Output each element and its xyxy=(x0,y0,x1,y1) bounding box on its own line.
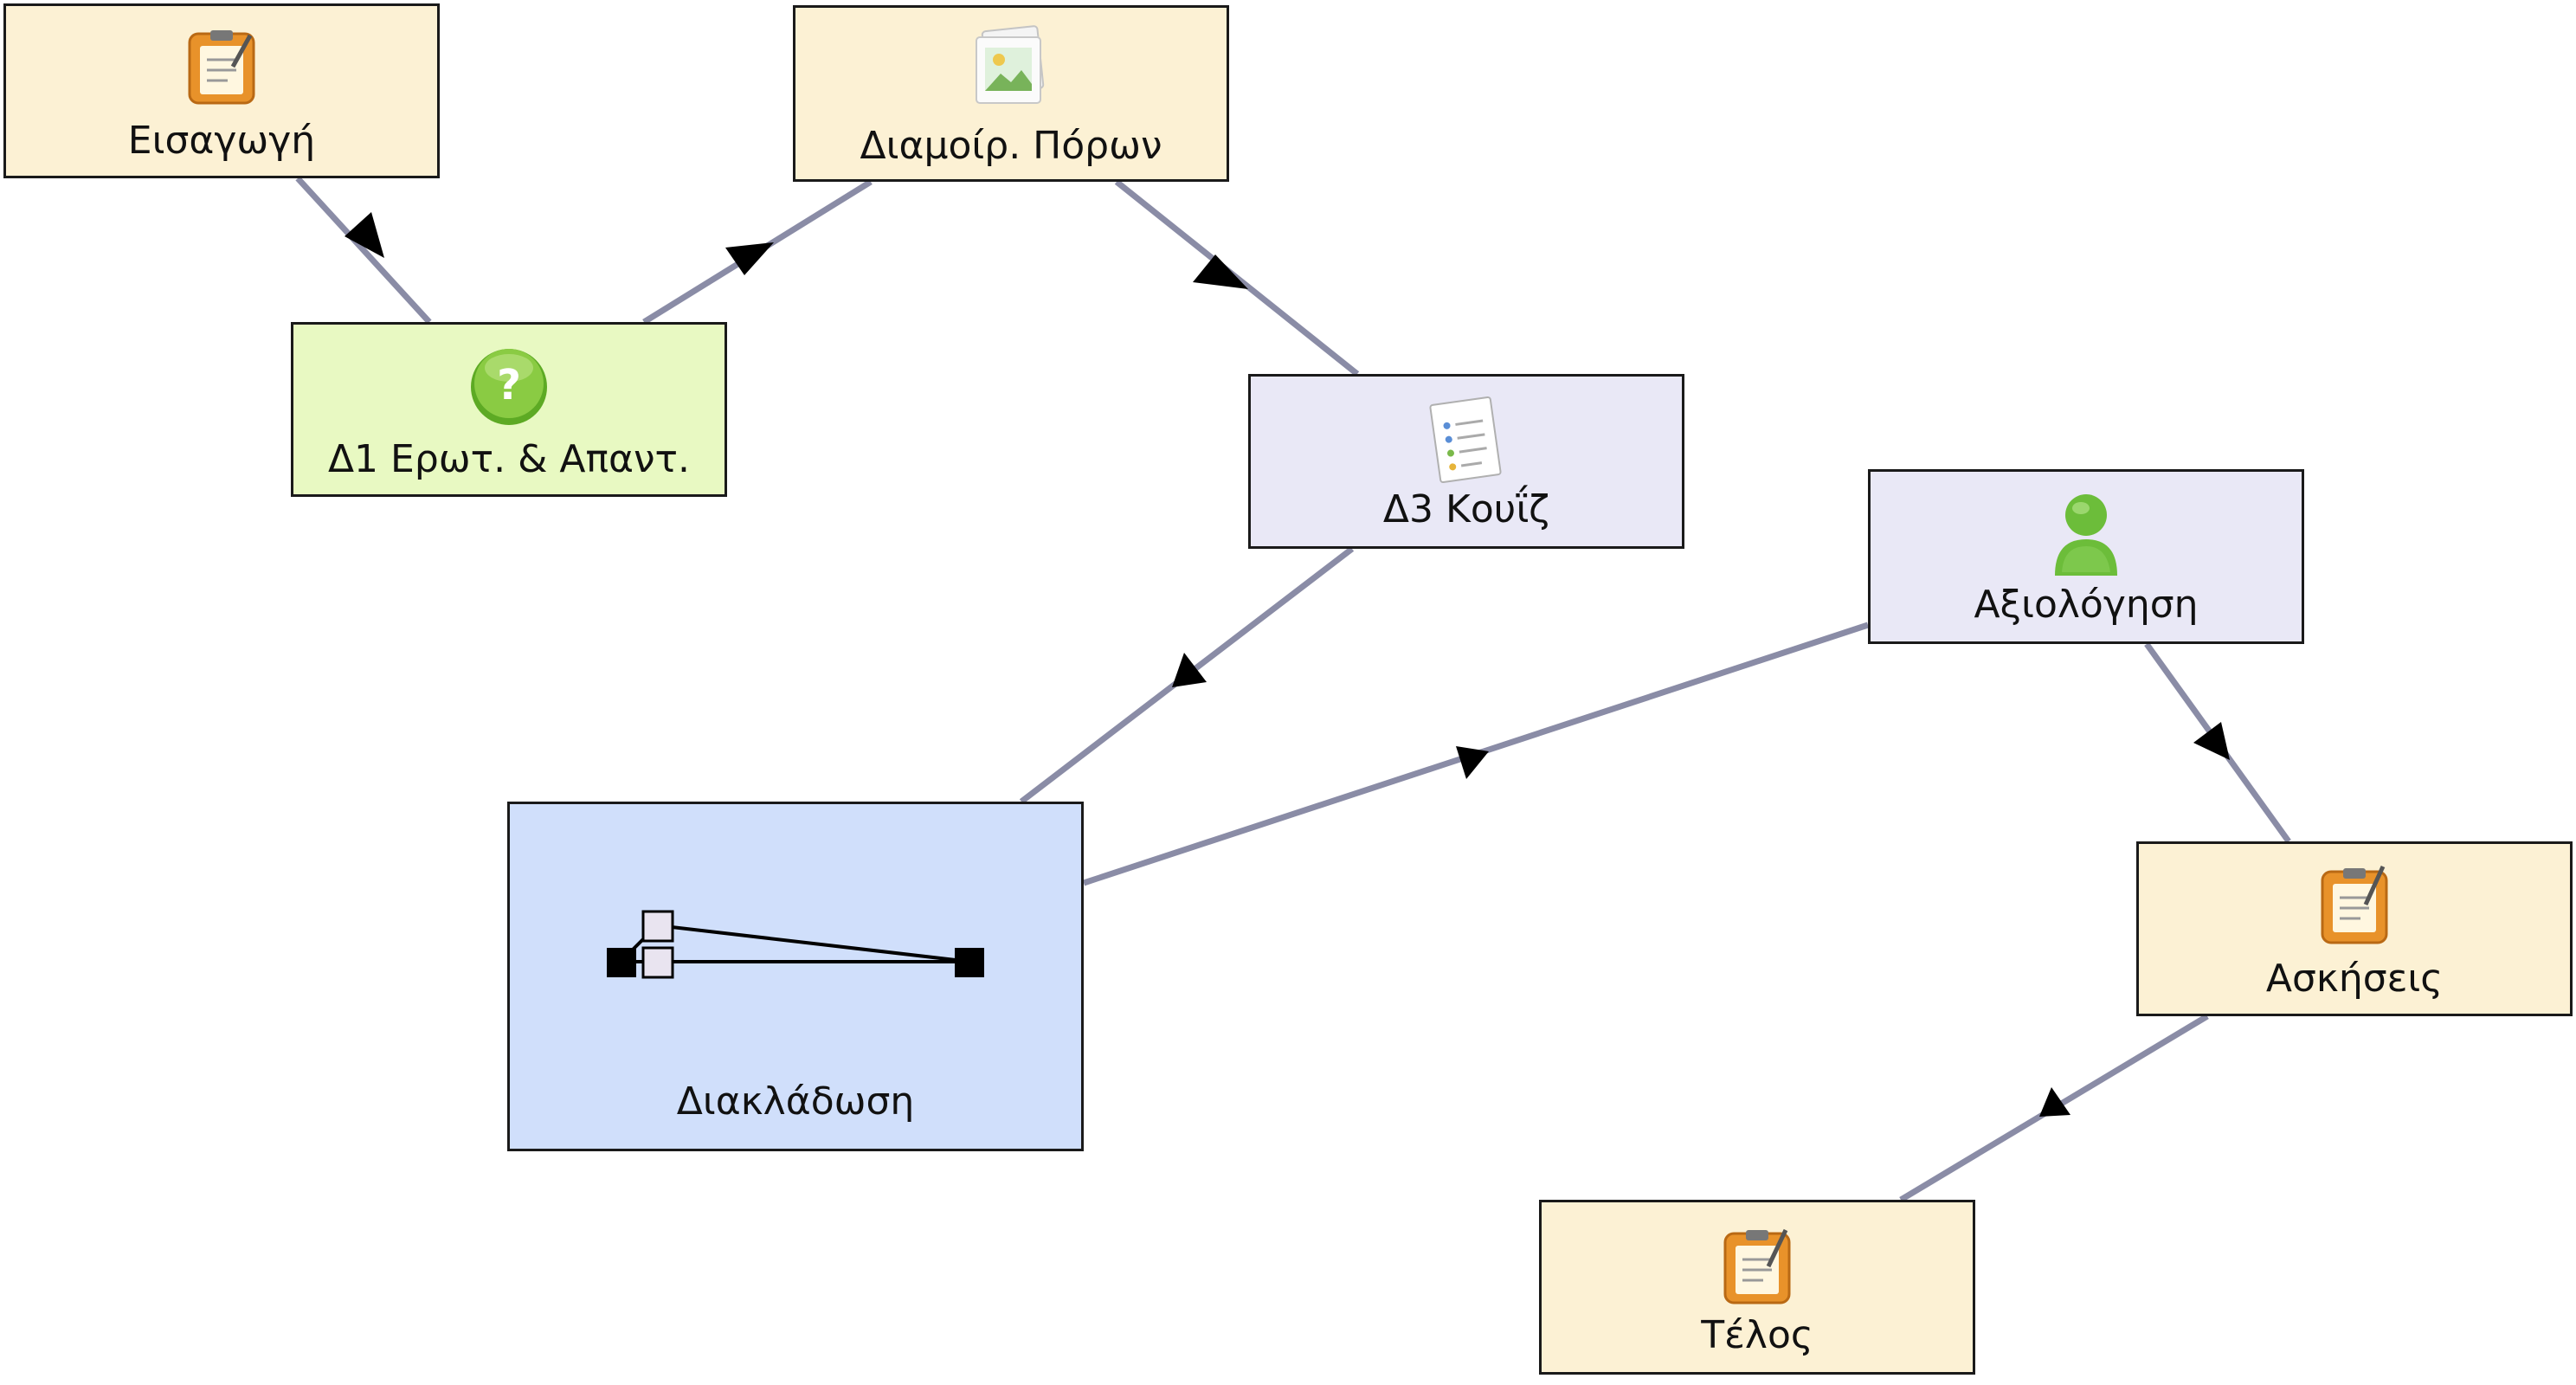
arrowhead-icon xyxy=(345,212,384,258)
arrowhead-icon xyxy=(1172,653,1207,687)
node-label: Δ1 Ερωτ. & Απαντ. xyxy=(327,437,691,481)
branching-icon xyxy=(588,891,1003,998)
node-resource-sharing[interactable]: Διαμοίρ. Πόρων xyxy=(793,5,1229,182)
node-label: Διακλάδωση xyxy=(676,1079,915,1124)
node-quiz[interactable]: Δ3 Κουΐζ xyxy=(1248,374,1684,549)
node-label: Ασκήσεις xyxy=(2265,957,2444,1001)
edge-share-to-quiz[interactable] xyxy=(1114,179,1360,377)
edge-intro-to-qa[interactable] xyxy=(295,176,432,325)
arrowhead-icon xyxy=(2193,722,2230,760)
node-branching[interactable]: Διακλάδωση xyxy=(507,802,1084,1151)
notepad-icon xyxy=(1722,1223,1793,1310)
node-assessment[interactable]: Αξιολόγηση xyxy=(1868,469,2304,644)
user-icon xyxy=(2050,489,2122,583)
question-icon: ? xyxy=(466,342,552,432)
edge-quiz-to-branch[interactable] xyxy=(1019,546,1355,804)
arrowhead-icon xyxy=(1193,254,1248,289)
node-label: Εισαγωγή xyxy=(127,119,316,163)
arrowhead-icon xyxy=(725,242,774,275)
edge-exer-to-end[interactable] xyxy=(1899,1013,2209,1203)
arrowhead-icon xyxy=(2039,1087,2070,1117)
edge-assess-to-exer[interactable] xyxy=(2144,641,2291,844)
edge-qa-to-share[interactable] xyxy=(642,179,873,325)
node-exercises[interactable]: Ασκήσεις xyxy=(2136,841,2573,1016)
image-stack-icon xyxy=(968,25,1054,112)
svg-text:?: ? xyxy=(497,361,521,409)
node-label: Διαμοίρ. Πόρων xyxy=(860,124,1162,168)
notepad-icon xyxy=(2319,860,2390,950)
checklist-icon xyxy=(1423,392,1510,491)
node-end[interactable]: Τέλος xyxy=(1539,1200,1975,1375)
edge-branch-to-assess[interactable] xyxy=(1082,622,1870,886)
node-label: Αξιολόγηση xyxy=(1974,583,2199,627)
arrowhead-icon xyxy=(1456,746,1489,779)
node-label: Τέλος xyxy=(1701,1313,1813,1357)
node-intro[interactable]: Εισαγωγή xyxy=(3,3,440,178)
node-qa[interactable]: ? Δ1 Ερωτ. & Απαντ. xyxy=(291,322,727,497)
node-label: Δ3 Κουΐζ xyxy=(1382,487,1550,531)
notepad-icon xyxy=(186,27,257,110)
